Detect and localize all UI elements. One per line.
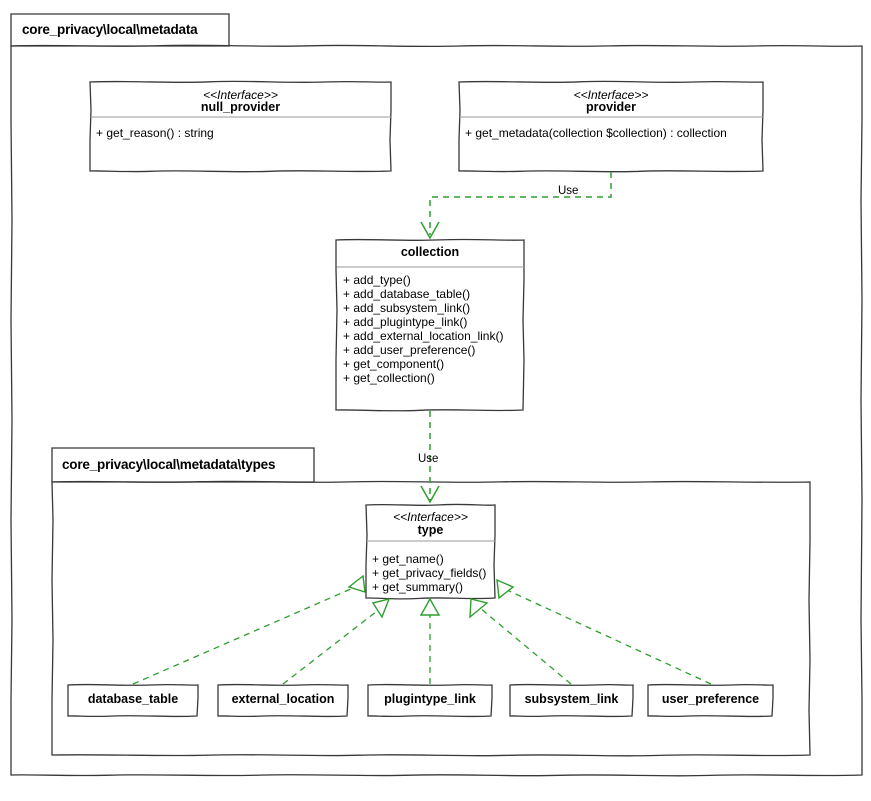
class-null-provider-member-0: + get_reason() : string <box>96 126 214 140</box>
dependency-provider-to-collection-arrowhead <box>420 221 440 240</box>
class-collection-member-5: + add_user_preference() <box>343 343 476 357</box>
class-type-member-0: + get_name() <box>372 552 444 566</box>
class-collection-member-6: + get_component() <box>343 357 445 371</box>
class-collection-member-1: + add_database_table() <box>343 287 471 301</box>
class-user-preference-name: user_preference <box>661 692 760 706</box>
dependency-label-provider-collection: Use <box>558 185 579 197</box>
realization-external-location-line <box>282 607 382 685</box>
class-collection-member-4: + add_external_location_link() <box>343 329 504 343</box>
realization-plugintype-link-arrowhead <box>419 597 441 616</box>
realization-subsystem-link-line <box>479 607 572 685</box>
realization-external-location-arrowhead <box>371 597 391 619</box>
package-types <box>51 447 811 757</box>
class-box-external-location-outline <box>217 683 349 718</box>
realization-database-table-to-type <box>132 574 366 685</box>
class-collection-member-2: + add_subsystem_link() <box>343 301 471 315</box>
dependency-label-collection-type: Use <box>418 453 439 465</box>
class-external-location-name: external_location <box>231 692 335 706</box>
class-collection-member-0: + add_type() <box>343 273 411 287</box>
package-types-label: core_privacy\local\metadata\types <box>62 457 276 472</box>
class-box-user-preference-outline <box>647 683 774 718</box>
dependency-provider-to-collection-line <box>429 172 612 235</box>
class-type-stereotype: <<Interface>> <box>393 510 468 524</box>
class-box-null-provider[interactable] <box>89 80 392 173</box>
dependency-collection-to-type <box>420 411 440 504</box>
dependency-collection-to-type-arrowhead <box>420 485 440 504</box>
dependency-provider-to-collection <box>420 172 612 240</box>
class-box-null-provider-outline <box>89 80 392 173</box>
class-database-table-name: database_table <box>87 692 179 706</box>
realization-plugintype-link-to-type <box>419 597 441 684</box>
class-collection-name: collection <box>400 245 460 259</box>
package-types-body <box>51 480 811 757</box>
class-box-collection-outline <box>335 238 525 412</box>
realization-database-table-line <box>132 584 361 685</box>
class-type-member-2: + get_summary() <box>372 580 464 594</box>
class-box-user-preference[interactable] <box>647 683 774 718</box>
realization-database-table-arrowhead <box>347 574 366 593</box>
realization-subsystem-link-arrowhead <box>469 598 489 619</box>
realization-user-preference-to-type <box>496 578 712 685</box>
class-collection-member-3: + add_plugintype_link() <box>343 315 468 329</box>
class-box-plugintype-link[interactable] <box>367 683 493 718</box>
package-outer <box>10 13 863 777</box>
class-type-member-1: + get_privacy_fields() <box>372 566 487 580</box>
class-provider-stereotype: <<Interface>> <box>573 88 649 102</box>
class-box-database-table-outline <box>67 683 199 718</box>
class-provider-member-0: + get_metadata(collection $collection) :… <box>465 126 727 140</box>
package-outer-label: core_privacy\local\metadata <box>22 22 198 37</box>
class-box-database-table[interactable] <box>67 683 199 718</box>
class-box-provider[interactable] <box>458 80 764 173</box>
class-provider-name: provider <box>585 100 636 114</box>
realization-user-preference-arrowhead <box>496 578 515 600</box>
class-box-plugintype-link-outline <box>367 683 493 718</box>
realization-subsystem-link-to-type <box>469 598 572 685</box>
class-collection-member-7: + get_collection() <box>343 371 435 385</box>
class-null-provider-stereotype: <<Interface>> <box>203 88 278 102</box>
class-plugintype-link-name: plugintype_link <box>384 692 476 706</box>
realization-user-preference-line <box>506 589 712 685</box>
realization-external-location-to-type <box>282 597 391 685</box>
class-box-subsystem-link-outline <box>509 683 634 718</box>
class-box-subsystem-link[interactable] <box>509 683 634 718</box>
class-subsystem-link-name: subsystem_link <box>524 692 619 706</box>
class-box-provider-outline <box>458 80 764 173</box>
class-null-provider-name: null_provider <box>200 100 281 114</box>
class-type-name: type <box>417 523 444 537</box>
class-box-collection[interactable] <box>335 238 525 412</box>
class-box-external-location[interactable] <box>217 683 349 718</box>
package-outer-body <box>10 44 863 777</box>
class-box-type[interactable] <box>365 503 496 600</box>
